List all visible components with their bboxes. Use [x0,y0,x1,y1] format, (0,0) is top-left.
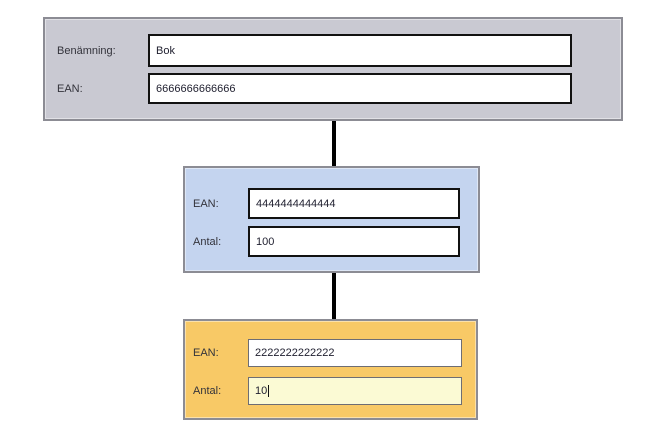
ean-label-root: EAN: [57,82,83,95]
antal-label-grand: Antal: [193,385,222,397]
antal-label-child: Antal: [193,235,222,248]
ean-input-child[interactable]: 4444444444444 [248,188,460,219]
ean-input-grand[interactable]: 2222222222222 [248,339,462,367]
ean-value-root: 6666666666666 [156,82,236,95]
connector-line-top [332,121,336,167]
field-row-ean-grand: EAN: 2222222222222 [193,339,473,367]
ean-input-root[interactable]: 6666666666666 [148,73,572,104]
field-row-benamning: Benämning: Bok [57,34,613,67]
field-row-antal-grand: Antal: 10 [193,377,473,405]
panel-child: EAN: 4444444444444 Antal: 100 [183,166,480,273]
benamning-input[interactable]: Bok [148,34,572,67]
connector-line-bottom [332,273,336,320]
benamning-value: Bok [156,44,175,57]
text-cursor [268,385,270,397]
antal-value-child: 100 [256,235,275,248]
field-row-ean-root: EAN: 6666666666666 [57,73,613,104]
panel-product: Benämning: Bok EAN: 6666666666666 [43,17,623,121]
ean-label-child: EAN: [193,197,219,210]
field-row-ean-child: EAN: 4444444444444 [193,188,473,219]
antal-value-grand: 10 [255,385,268,397]
benamning-label: Benämning: [57,44,116,57]
ean-label-grand: EAN: [193,347,219,359]
ean-value-grand: 2222222222222 [255,347,335,359]
field-row-antal-child: Antal: 100 [193,226,473,257]
antal-input-grand[interactable]: 10 [248,377,462,405]
antal-input-child[interactable]: 100 [248,226,460,257]
ean-value-child: 4444444444444 [256,197,336,210]
panel-grandchild: EAN: 2222222222222 Antal: 10 [183,319,478,420]
